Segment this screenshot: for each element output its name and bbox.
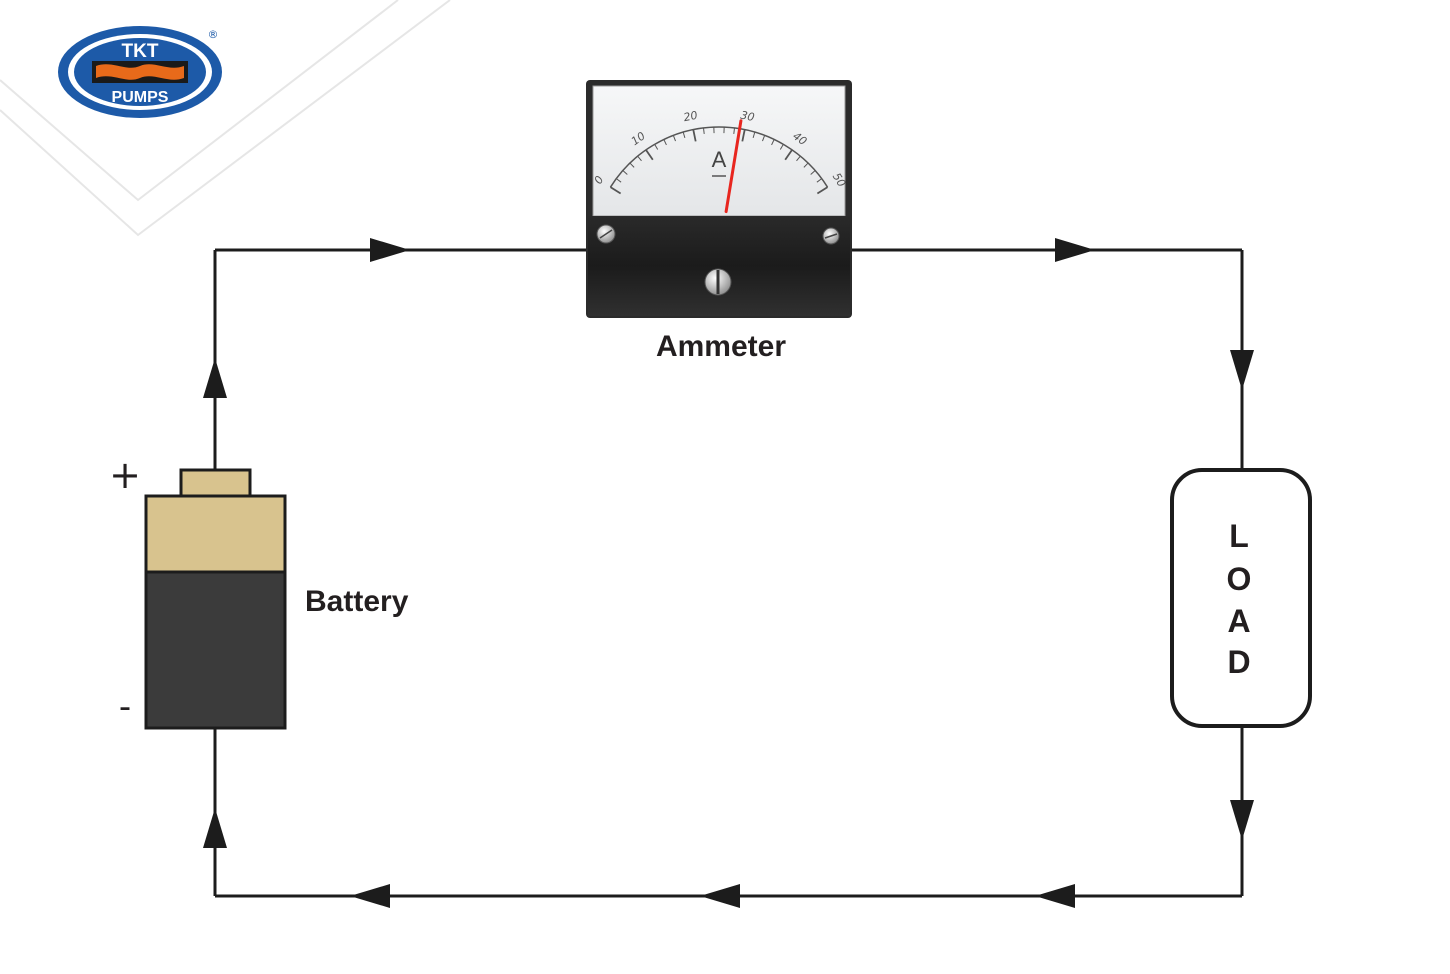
ammeter-tick — [645, 149, 654, 161]
ammeter-tick — [784, 149, 793, 161]
battery-body — [144, 570, 287, 730]
battery-top-band — [144, 494, 287, 574]
logo-wave-icon — [96, 64, 184, 80]
ammeter-tick — [796, 155, 801, 162]
logo-bottom-text: PUMPS — [112, 89, 169, 106]
battery-positive-sign: + — [109, 453, 141, 497]
ammeter-tick — [816, 186, 829, 195]
ammeter-needle — [724, 119, 743, 214]
ammeter-tick — [771, 139, 775, 146]
ammeter-tick — [672, 135, 676, 142]
arrow-up-icon — [203, 808, 227, 848]
arrow-left-icon — [700, 884, 740, 908]
load-letter: D — [1227, 644, 1250, 680]
ammeter-tick — [803, 162, 809, 168]
battery — [144, 468, 287, 730]
ammeter-face — [592, 85, 846, 217]
load-box — [1170, 468, 1312, 728]
load-letter: O — [1227, 561, 1252, 597]
battery-terminal — [179, 468, 252, 498]
ammeter-tick — [752, 131, 756, 139]
decorative-corner-lines — [0, 0, 451, 237]
arrow-left-icon — [1035, 884, 1075, 908]
current-arrows — [203, 238, 1254, 908]
load-letter: A — [1227, 603, 1250, 639]
arrow-right-icon — [1055, 238, 1095, 262]
ammeter-tick — [609, 186, 622, 195]
ammeter-tick — [622, 170, 628, 175]
ammeter-unit-symbol: A — [712, 147, 727, 172]
arrow-down-icon — [1230, 800, 1254, 840]
ammeter-scale-label: 20 — [682, 109, 698, 125]
ammeter-tick — [637, 155, 642, 162]
logo-registered-mark: ® — [208, 28, 219, 41]
ammeter-tick — [663, 139, 667, 146]
battery-negative-sign: - — [119, 687, 131, 727]
ammeter-tick — [816, 178, 823, 183]
load-letter: L — [1229, 518, 1249, 554]
arrow-right-icon — [370, 238, 410, 262]
ammeter-tick — [629, 162, 635, 168]
arrow-left-icon — [350, 884, 390, 908]
ammeter-scale-label: 50 — [830, 171, 848, 190]
ammeter-tick — [615, 178, 622, 183]
arrow-up-icon — [203, 358, 227, 398]
battery-label: Battery — [305, 585, 409, 618]
brand-logo: TKT PUMPS ® — [58, 26, 222, 118]
ammeter-base — [588, 216, 850, 316]
ammeter-tick — [779, 144, 784, 150]
ammeter-tick — [741, 129, 746, 142]
ammeter-scale-label: 30 — [739, 109, 755, 125]
ammeter-tick — [762, 135, 766, 142]
ammeter-label: Ammeter — [656, 330, 786, 363]
ammeter-tick — [654, 144, 659, 150]
ammeter-tick — [733, 127, 736, 134]
arrow-down-icon — [1230, 350, 1254, 390]
logo-top-text: TKT — [122, 41, 159, 62]
ammeter-tick — [682, 131, 686, 139]
ammeter-tick — [702, 127, 705, 134]
ammeter-scale-arc — [609, 126, 829, 188]
load: L O A D — [1170, 468, 1312, 728]
ammeter-tick — [692, 129, 697, 142]
ammeter-tick — [810, 170, 816, 175]
